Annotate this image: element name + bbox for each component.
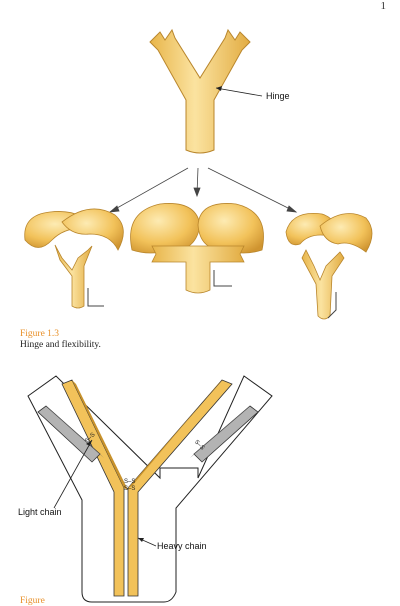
antibody-t-shape: [130, 203, 264, 294]
figure-number-partial: Figure: [20, 596, 45, 606]
antibody-bent-left: [24, 208, 124, 309]
antibody-chain-diagram: S–S S–S S–S S–S: [27, 375, 273, 603]
heavy-chain-label: Heavy chain: [157, 541, 207, 551]
disulfide-bond-hinge-2: S–S: [124, 486, 135, 492]
hinge-label: Hinge: [266, 91, 290, 101]
heavy-chain-right: [127, 379, 233, 597]
figure-number: Figure 1.3: [20, 329, 60, 339]
antibody-y-shape: [149, 28, 251, 154]
figure-caption-text: Hinge and flexibility.: [20, 340, 101, 350]
light-chain-label: Light chain: [18, 507, 62, 517]
page-number: 1: [380, 0, 387, 12]
antibody-bent-right: [285, 213, 373, 320]
flex-arrows: [108, 167, 298, 213]
heavy-chain-left: [61, 379, 128, 597]
disulfide-bond-hinge-1: S–S: [124, 479, 135, 485]
hinge-flexibility-figure: Hinge: [24, 28, 373, 320]
light-chain-right: [190, 405, 259, 463]
light-chain-pointer: [53, 439, 93, 509]
hinge-pointer: [215, 87, 263, 97]
figure-caption: Figure 1.3 Hinge and flexibility.: [20, 329, 320, 351]
